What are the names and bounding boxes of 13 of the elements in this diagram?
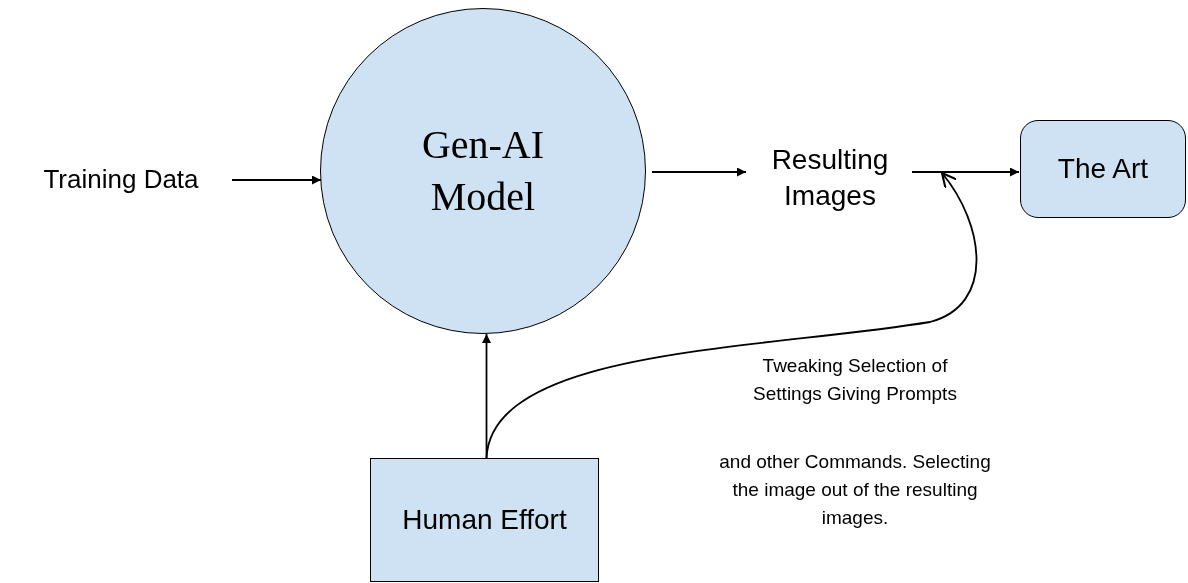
arrow xyxy=(651,167,747,177)
process-box xyxy=(370,458,599,582)
arrow xyxy=(231,175,322,185)
annotation-text: and other Commands. Selecting the image out of the resulting images. xyxy=(718,450,992,530)
annotation-text: Tweaking Selection of Settings Giving Prompts xyxy=(752,354,958,406)
node-text: Human Effort xyxy=(401,502,568,537)
node-text: The Art xyxy=(1056,151,1150,186)
arrow xyxy=(911,167,1020,177)
rounded-box xyxy=(1020,120,1186,218)
node-text: Gen-AI Model xyxy=(420,121,546,221)
text-label: Resulting Images xyxy=(746,138,914,218)
text-label: Training Data xyxy=(8,160,234,200)
arrow xyxy=(485,171,978,459)
